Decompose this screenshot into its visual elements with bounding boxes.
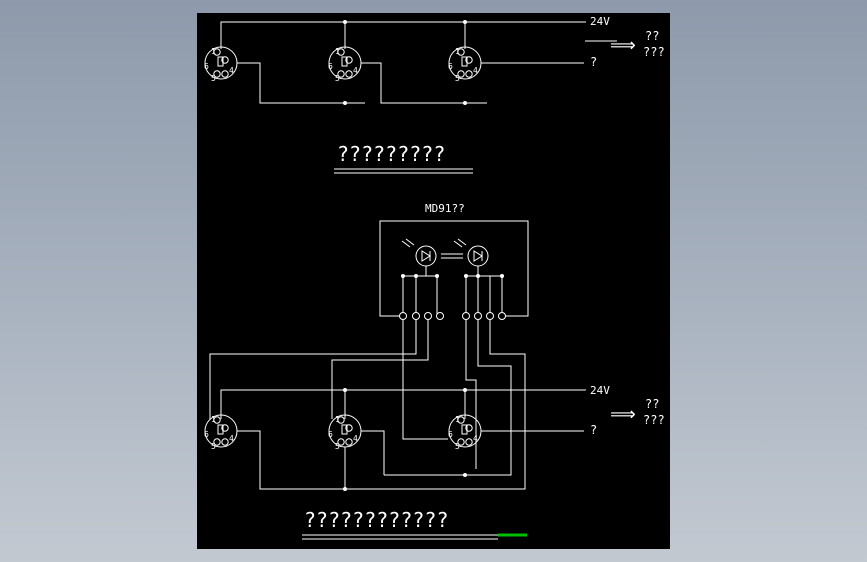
sensor-emitter (415, 245, 437, 267)
bottom-output-label-2: ??? (643, 413, 665, 427)
bottom-link-wire (361, 430, 385, 475)
bottom-pin-labels: 1 4 6 5 1 4 6 5 1 4 6 5 (204, 415, 478, 451)
module-terminal (399, 312, 407, 320)
pin-label: 6 (448, 62, 453, 71)
bottom-supply-label: 24V (590, 384, 610, 397)
pin-label: 1 (455, 47, 460, 56)
top-supply-label: 24V (590, 15, 610, 28)
bottom-caption: ???????????? (304, 508, 449, 532)
bottom-junction-dot (464, 274, 468, 278)
pin-label: 6 (204, 62, 209, 71)
module-terminal (436, 312, 444, 320)
emitter-light-ray (401, 240, 411, 248)
pin-label: 5 (335, 442, 340, 451)
bottom-circuit (209, 220, 586, 540)
module-wire (402, 316, 448, 440)
bottom-junction-dot (463, 388, 467, 392)
wiring-diagram: 1 4 6 5 1 4 6 5 1 4 6 5 24V ? ⟹ ?? ??? ?… (204, 15, 665, 540)
pin-label: 5 (455, 442, 460, 451)
module-terminal (462, 312, 470, 320)
module-frame (379, 220, 529, 317)
bottom-signal-label: ? (590, 423, 597, 437)
module-wire (237, 316, 526, 490)
bottom-junction-dot (414, 274, 418, 278)
pin-label: 6 (204, 430, 209, 439)
module-terminal (486, 312, 494, 320)
module-wire (331, 316, 429, 419)
pin-label: 5 (335, 74, 340, 83)
bottom-junction-dot (401, 274, 405, 278)
pin-label: 5 (455, 74, 460, 83)
top-junction-dot (343, 20, 347, 24)
receiver-bus (465, 275, 503, 316)
bottom-junction-dot (463, 473, 467, 477)
pin-label: 1 (211, 415, 216, 424)
module-terminal (498, 312, 506, 320)
pin-label: 6 (448, 430, 453, 439)
pin-label: 5 (211, 442, 216, 451)
pin-label: 6 (328, 62, 333, 71)
bottom-junction-dot (500, 274, 504, 278)
top-link-wire-1 (237, 62, 365, 104)
pin-label: 6 (328, 430, 333, 439)
emitter-bus (402, 275, 438, 316)
pin-label: 4 (473, 434, 478, 443)
top-junction-dot (463, 101, 467, 105)
pin-label: 4 (353, 66, 358, 75)
top-link-wire-2 (361, 62, 487, 104)
pin-label: 4 (473, 66, 478, 75)
top-pin-labels: 1 4 6 5 1 4 6 5 1 4 6 5 (204, 47, 478, 83)
bottom-junction-dot (476, 274, 480, 278)
module-wire (384, 316, 512, 476)
bottom-junction-dot (343, 388, 347, 392)
module-label: MD91?? (425, 202, 465, 215)
top-output-label-1: ?? (645, 29, 659, 43)
module-wire (465, 316, 477, 469)
pin-label: 1 (335, 415, 340, 424)
pin-label: 4 (229, 434, 234, 443)
top-junction-dot (463, 20, 467, 24)
module-terminal (412, 312, 420, 320)
sensor-receiver (467, 245, 489, 267)
module-terminals (399, 312, 506, 320)
pin-label: 1 (335, 47, 340, 56)
bottom-junction-dot (435, 274, 439, 278)
top-output-arrow: ⟹ (610, 35, 636, 56)
receiver-diode (473, 250, 483, 262)
receiver-light-ray (453, 240, 463, 248)
drawing-sheet: 1 4 6 5 1 4 6 5 1 4 6 5 24V ? ⟹ ?? ??? ?… (197, 13, 670, 549)
module-wire (209, 316, 417, 419)
bottom-output-label-1: ?? (645, 397, 659, 411)
emitter-diode (421, 250, 431, 262)
pin-label: 5 (211, 74, 216, 83)
top-junction-dot (343, 101, 347, 105)
top-caption: ????????? (337, 142, 445, 166)
pin-label: 1 (455, 415, 460, 424)
bottom-output-arrow: ⟹ (610, 404, 636, 425)
module-terminal (424, 312, 432, 320)
top-supply-wire (220, 21, 586, 49)
top-junctions (343, 20, 467, 105)
top-output-label-2: ??? (643, 45, 665, 59)
pin-label: 1 (211, 47, 216, 56)
pin-label: 4 (229, 66, 234, 75)
pin-label: 4 (353, 434, 358, 443)
bottom-junctions (343, 274, 504, 491)
module-terminal (474, 312, 482, 320)
bottom-junction-dot (343, 487, 347, 491)
top-signal-label: ? (590, 55, 597, 69)
